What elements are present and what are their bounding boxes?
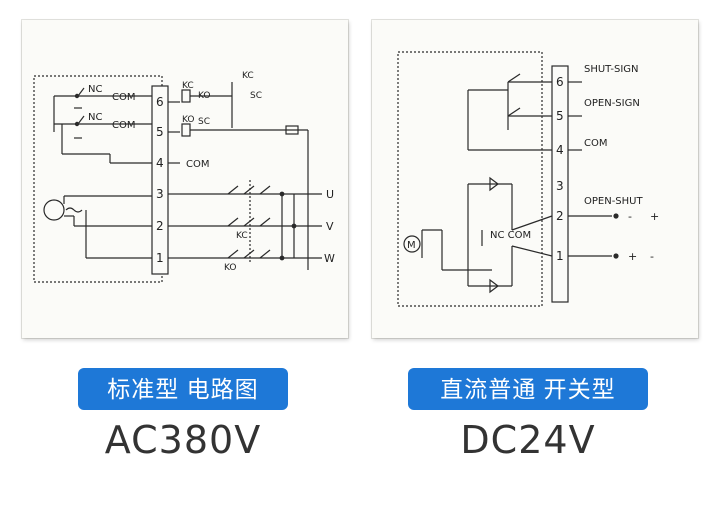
terminal-6: 6 — [156, 95, 164, 109]
limit-switch-top — [53, 87, 152, 132]
dc-switch-diagram: 6 5 4 3 2 1 SHUT-SIGN OPEN-SIGN COM OPEN… — [397, 51, 659, 307]
label-kc-bottom: KC — [236, 231, 248, 241]
terminal-3: 3 — [156, 187, 164, 201]
label-com: COM — [584, 138, 607, 149]
standard-wiring-panel: 6 5 4 3 2 1 NC COM NC COM COM KC KO KC S… — [22, 20, 348, 338]
label-phase-v: V — [326, 220, 334, 233]
label-shut-sign: SHUT-SIGN — [584, 64, 639, 75]
label-plus-b: + — [628, 250, 637, 263]
dc-switch-badge: 直流普通 开关型 — [408, 368, 648, 410]
label-nc-com: NC COM — [490, 230, 531, 241]
dc-switch-panel: 6 5 4 3 2 1 SHUT-SIGN OPEN-SIGN COM OPEN… — [372, 20, 698, 338]
terminal-3: 3 — [556, 179, 564, 193]
label-open-shut: OPEN-SHUT — [584, 196, 643, 207]
limit-switch-mid — [54, 115, 152, 164]
label-ko-bottom: KO — [224, 263, 237, 273]
signal-switches — [467, 73, 552, 151]
label-phase-u: U — [326, 188, 334, 201]
dashed-enclosure — [397, 51, 543, 307]
standard-wiring-diagram: 6 5 4 3 2 1 NC COM NC COM COM KC KO KC S… — [33, 71, 335, 283]
label-nc-1: NC — [88, 84, 102, 95]
motor-symbol — [43, 195, 152, 259]
motor-circuit — [403, 176, 553, 294]
label-plus-a: + — [650, 210, 659, 223]
label-minus-a: - — [628, 210, 632, 223]
label-com-1: COM — [112, 92, 135, 103]
label-sc-mid: SC — [198, 117, 210, 127]
label-ko-top: KO — [198, 91, 211, 101]
terminal-4: 4 — [156, 156, 164, 170]
terminal-leads — [168, 101, 180, 259]
dashed-enclosure — [33, 75, 163, 283]
label-com-4: COM — [186, 159, 209, 170]
label-com-2: COM — [112, 120, 135, 131]
standard-diagram-badge: 标准型 电路图 — [78, 368, 288, 410]
label-phase-w: W — [324, 252, 335, 265]
label-nc-2: NC — [88, 112, 102, 123]
label-ko-mid: KO — [182, 115, 195, 125]
label-kc-switch: KC — [242, 71, 254, 81]
label-minus-b: - — [650, 250, 654, 263]
voltage-model-dc24v: DC24V — [460, 418, 596, 462]
voltage-model-ac380v: AC380V — [104, 418, 262, 462]
terminal-block — [551, 65, 569, 303]
label-motor: M — [407, 240, 416, 251]
terminal-1: 1 — [156, 251, 164, 265]
contactor-section — [180, 82, 322, 270]
terminal-5: 5 — [556, 109, 564, 123]
terminal-1: 1 — [556, 249, 564, 263]
label-kc-top: KC — [182, 81, 194, 91]
terminal-block — [151, 85, 169, 275]
label-open-sign: OPEN-SIGN — [584, 98, 640, 109]
terminal-2: 2 — [156, 219, 164, 233]
terminal-2: 2 — [556, 209, 564, 223]
terminal-5: 5 — [156, 125, 164, 139]
terminal-leads — [568, 81, 619, 259]
label-sc-top: SC — [250, 91, 262, 101]
terminal-6: 6 — [556, 75, 564, 89]
terminal-4: 4 — [556, 143, 564, 157]
